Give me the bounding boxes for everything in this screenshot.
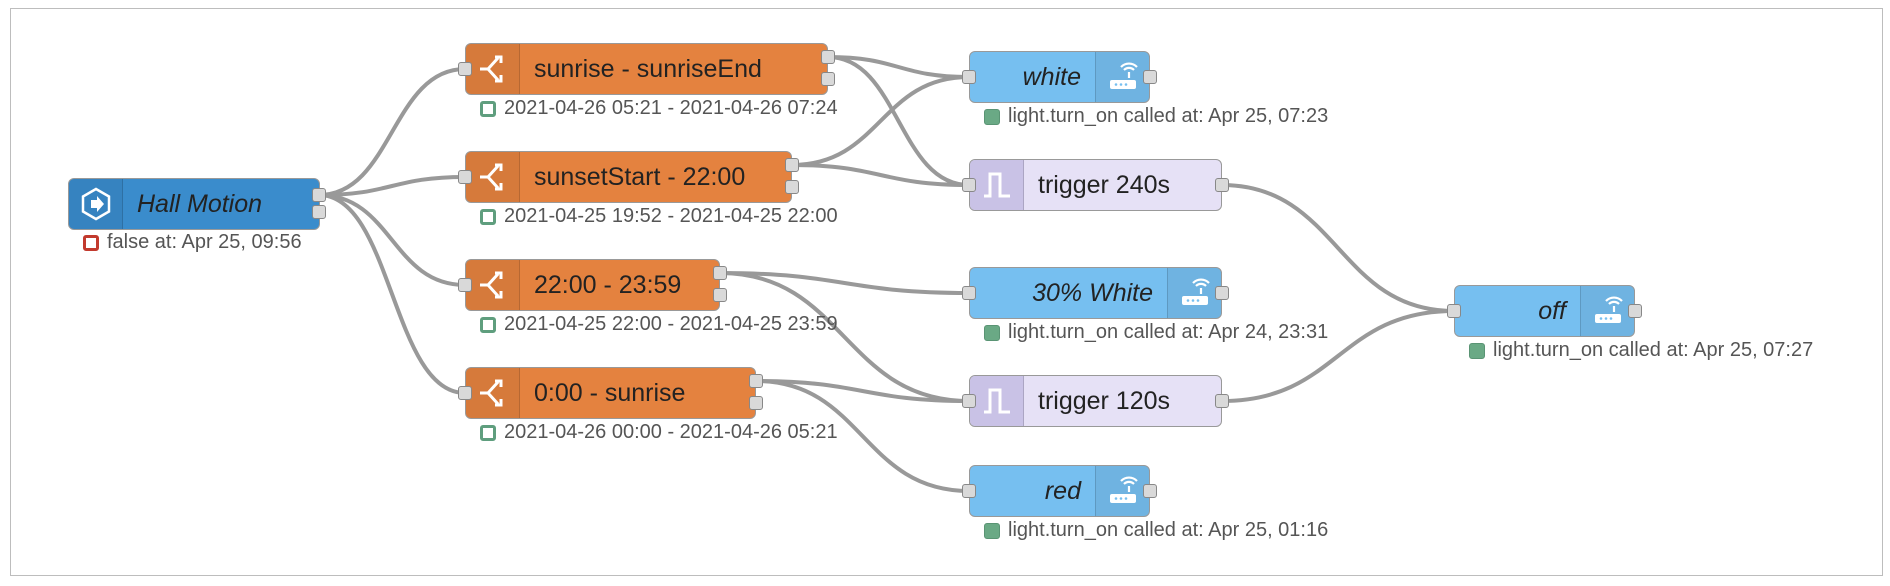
node-status: light.turn_on called at: Apr 24, 23:31 <box>984 321 1328 344</box>
switch-node-sunrise[interactable]: sunrise - sunriseEnd <box>465 43 828 95</box>
output-port[interactable] <box>312 205 326 219</box>
output-port[interactable] <box>713 288 727 302</box>
wire[interactable] <box>318 193 466 287</box>
switch-icon <box>466 260 520 310</box>
wire[interactable] <box>719 271 970 403</box>
output-port[interactable] <box>785 158 799 172</box>
status-dot <box>83 234 99 251</box>
output-port[interactable] <box>1215 394 1229 408</box>
input-port[interactable] <box>962 484 976 498</box>
hall-motion-node[interactable]: Hall Motion <box>68 178 320 230</box>
node-label: sunsetStart - 22:00 <box>534 162 746 191</box>
switch-node-sunset[interactable]: sunsetStart - 22:00 <box>465 151 792 203</box>
wire[interactable] <box>318 175 466 197</box>
input-port[interactable] <box>962 178 976 192</box>
output-port[interactable] <box>821 72 835 86</box>
output-port[interactable] <box>1628 304 1642 318</box>
wires-layer <box>318 55 1455 493</box>
switch-icon <box>466 44 520 94</box>
output-port[interactable] <box>1215 178 1229 192</box>
input-port[interactable] <box>962 286 976 300</box>
wire[interactable] <box>1221 309 1455 403</box>
output-port[interactable] <box>713 266 727 280</box>
node-label: off <box>1538 296 1566 325</box>
trigger-pulse-icon <box>970 376 1024 426</box>
service-node-off[interactable]: off <box>1454 285 1635 337</box>
service-node-white[interactable]: white <box>969 51 1150 103</box>
wire[interactable] <box>791 75 970 167</box>
node-status: light.turn_on called at: Apr 25, 01:16 <box>984 519 1328 542</box>
switch-node-night[interactable]: 0:00 - sunrise <box>465 367 756 419</box>
node-label: sunrise - sunriseEnd <box>534 54 762 83</box>
wire[interactable] <box>755 379 970 403</box>
node-label: white <box>1022 62 1081 91</box>
router-icon <box>1167 268 1221 318</box>
switch-icon <box>466 152 520 202</box>
input-port[interactable] <box>962 70 976 84</box>
wire[interactable] <box>827 55 970 187</box>
arrow-in-hex-icon <box>69 179 123 229</box>
wire[interactable] <box>318 67 466 197</box>
output-port[interactable] <box>1143 484 1157 498</box>
router-icon <box>1095 52 1149 102</box>
input-port[interactable] <box>458 62 472 76</box>
input-port[interactable] <box>458 386 472 400</box>
output-port[interactable] <box>749 396 763 410</box>
wire[interactable] <box>318 193 466 395</box>
trigger-pulse-icon <box>970 160 1024 210</box>
node-status: light.turn_on called at: Apr 25, 07:23 <box>984 105 1328 128</box>
node-label: trigger 120s <box>1038 386 1171 415</box>
node-label: Hall Motion <box>137 189 263 218</box>
node-status: 2021-04-26 00:00 - 2021-04-26 05:21 <box>480 421 838 444</box>
node-label: 30% White <box>1032 278 1153 307</box>
node-label: 22:00 - 23:59 <box>534 270 682 299</box>
wire[interactable] <box>755 379 970 493</box>
input-port[interactable] <box>458 170 472 184</box>
node-label: red <box>1044 476 1081 505</box>
input-port[interactable] <box>458 278 472 292</box>
output-port[interactable] <box>1143 70 1157 84</box>
service-node-30-white[interactable]: 30% White <box>969 267 1222 319</box>
node-status: 2021-04-25 19:52 - 2021-04-25 22:00 <box>480 205 838 228</box>
router-icon <box>1095 466 1149 516</box>
node-status: 2021-04-26 05:21 - 2021-04-26 07:24 <box>480 97 838 120</box>
router-icon <box>1580 286 1634 336</box>
flow-canvas[interactable]: Hall Motion false at: Apr 25, 09:56 sunr… <box>10 8 1883 576</box>
output-port[interactable] <box>312 188 326 202</box>
node-status: false at: Apr 25, 09:56 <box>83 231 302 254</box>
service-node-red[interactable]: red <box>969 465 1150 517</box>
wire[interactable] <box>719 271 970 295</box>
input-port[interactable] <box>962 394 976 408</box>
wire[interactable] <box>1221 183 1455 313</box>
wire[interactable] <box>827 55 970 79</box>
node-status: light.turn_on called at: Apr 25, 07:27 <box>1469 339 1813 362</box>
node-status: 2021-04-25 22:00 - 2021-04-25 23:59 <box>480 313 838 336</box>
trigger-node-240s[interactable]: trigger 240s <box>969 159 1222 211</box>
node-label: 0:00 - sunrise <box>534 378 686 407</box>
output-port[interactable] <box>1215 286 1229 300</box>
switch-node-evening[interactable]: 22:00 - 23:59 <box>465 259 720 311</box>
trigger-node-120s[interactable]: trigger 120s <box>969 375 1222 427</box>
input-port[interactable] <box>1447 304 1461 318</box>
switch-icon <box>466 368 520 418</box>
output-port[interactable] <box>749 374 763 388</box>
output-port[interactable] <box>821 50 835 64</box>
node-label: trigger 240s <box>1038 170 1171 199</box>
output-port[interactable] <box>785 180 799 194</box>
wire[interactable] <box>791 163 970 187</box>
